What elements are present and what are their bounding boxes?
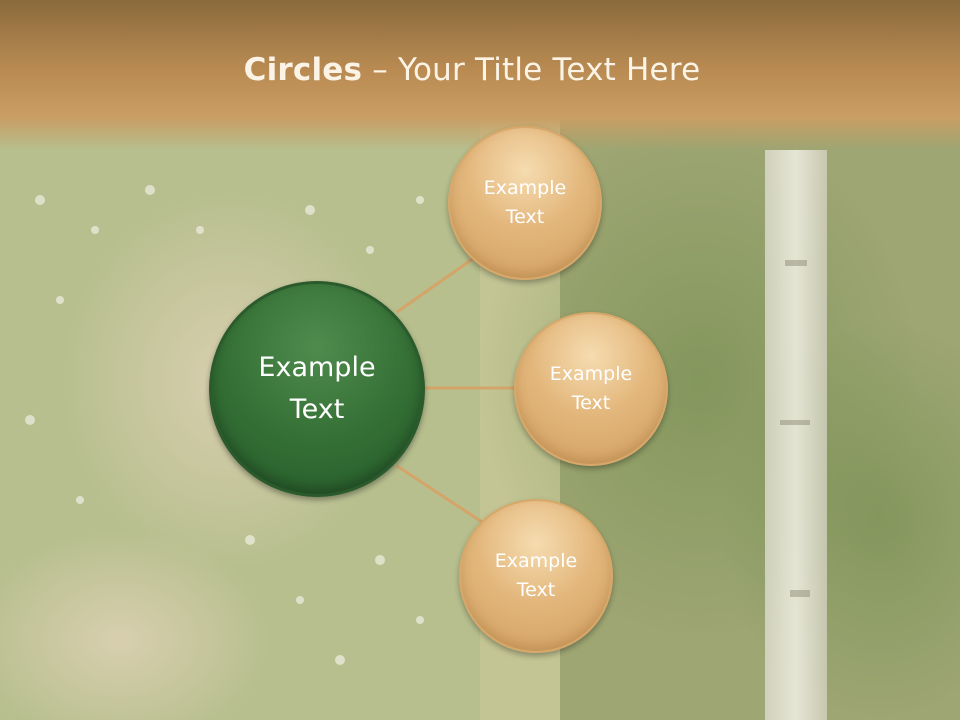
satellite-circle-label: Example Text	[483, 176, 567, 228]
connector-1	[396, 256, 475, 314]
satellite-circle-top[interactable]: Example Text	[448, 126, 602, 280]
connector-3	[396, 464, 483, 524]
satellite-circle-middle[interactable]: Example Text	[514, 312, 668, 466]
satellite-circle-bottom[interactable]: Example Text	[459, 499, 613, 653]
slide-title: Circles – Your Title Text Here	[0, 52, 944, 88]
title-bar	[0, 0, 960, 150]
satellite-circle-label: Example Text	[494, 549, 578, 601]
title-bold: Circles	[243, 52, 363, 88]
satellite-circle-label: Example Text	[549, 362, 633, 414]
title-rest: – Your Title Text Here	[362, 52, 701, 88]
center-circle[interactable]: Example Text	[209, 281, 425, 497]
center-circle-label: Example Text	[258, 352, 376, 425]
